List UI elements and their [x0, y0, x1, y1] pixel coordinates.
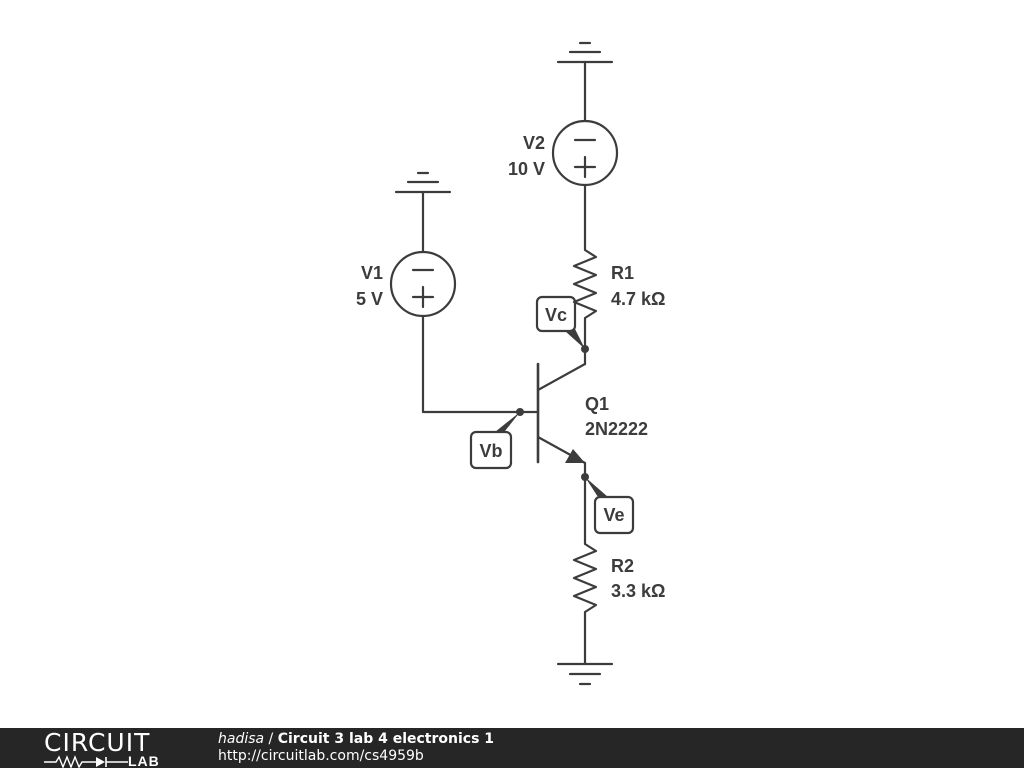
r1-value-label: 4.7 kΩ — [611, 289, 665, 309]
logo-bottom-text: LAB — [128, 753, 160, 769]
v1-name-label: V1 — [361, 263, 383, 283]
schematic-canvas: V2 10 V R1 4.7 kΩ Q1 2N2222 R2 3.3 kΩ — [356, 41, 665, 686]
circuit-title: Circuit 3 lab 4 electronics 1 — [277, 731, 495, 747]
resistor-diode-icon — [44, 755, 128, 769]
wire — [421, 314, 540, 414]
v1-value-label: 5 V — [356, 289, 383, 309]
circuit-url[interactable]: http://circuitlab.com/cs4959b — [218, 748, 424, 764]
author-name[interactable]: hadisa — [218, 731, 265, 747]
v2-name-label: V2 — [523, 133, 545, 153]
probe-vb[interactable]: Vb — [469, 412, 520, 470]
circuit-info: hadisa / Circuit 3 lab 4 electronics 1 h… — [218, 731, 494, 765]
logo-top-text: CIRCUIT — [44, 728, 151, 757]
transistor-q1[interactable] — [536, 362, 587, 465]
v2-value-label: 10 V — [508, 159, 545, 179]
probe-vc[interactable]: Vc — [535, 295, 585, 349]
voltage-source-v2[interactable] — [551, 119, 619, 187]
r1-name-label: R1 — [611, 263, 634, 283]
q1-name-label: Q1 — [585, 394, 609, 414]
resistor-r1[interactable] — [572, 241, 598, 351]
r2-value-label: 3.3 kΩ — [611, 581, 665, 601]
circuitlab-logo[interactable]: CIRCUIT LAB — [44, 728, 184, 769]
probe-ve-label: Ve — [603, 505, 624, 525]
resistor-r2[interactable] — [572, 535, 598, 666]
r2-name-label: R2 — [611, 556, 634, 576]
probe-vb-label: Vb — [479, 441, 502, 461]
q1-value-label: 2N2222 — [585, 419, 648, 439]
ground-symbol-v1 — [394, 171, 452, 194]
title-separator: / — [264, 731, 278, 747]
footer-bar: CIRCUIT LAB hadisa / Circuit 3 lab 4 ele… — [0, 728, 1024, 769]
probe-vc-label: Vc — [545, 305, 567, 325]
voltage-source-v1[interactable] — [389, 250, 457, 318]
ground-symbol-v2 — [556, 41, 614, 64]
ground-symbol-r2 — [556, 662, 614, 686]
probe-ve[interactable]: Ve — [585, 477, 635, 535]
